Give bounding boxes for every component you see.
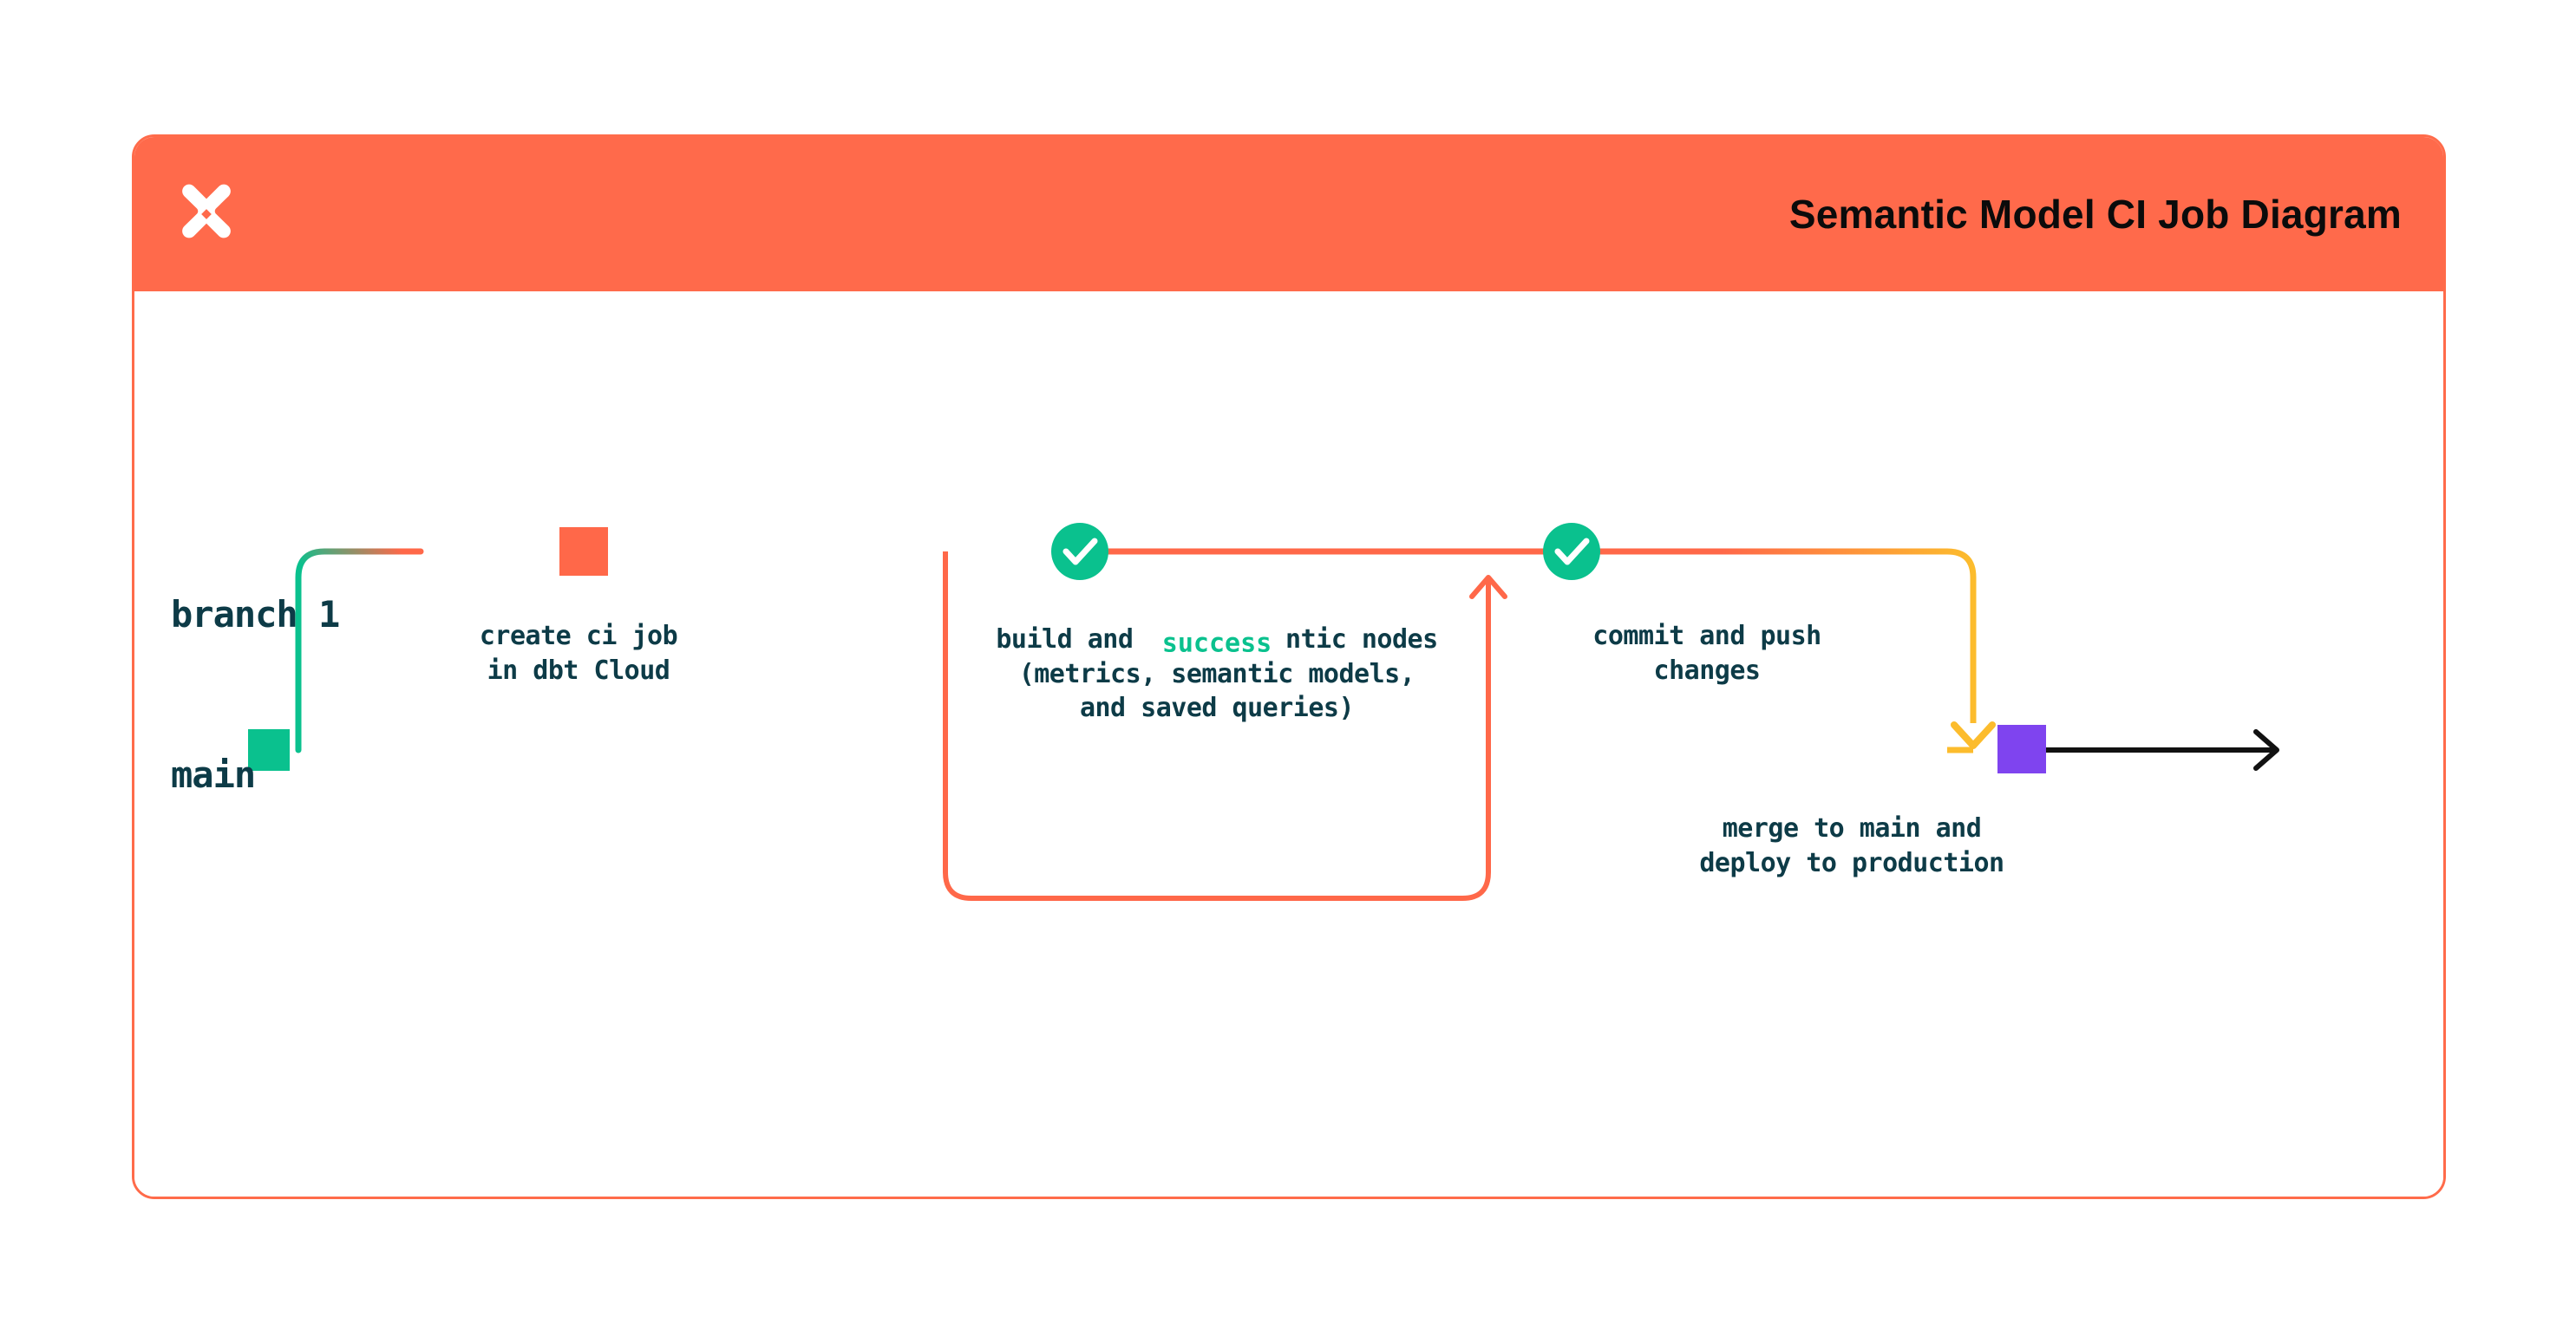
lane-label-main: main [171, 753, 256, 796]
merge-arrowhead-icon [1951, 721, 1996, 749]
dbt-x-logo-icon [182, 184, 231, 238]
merge-down-line [1722, 548, 1977, 723]
diagram-canvas: branch 1 main create ci job in dbt Cloud… [134, 291, 2443, 1197]
card-header: Semantic Model CI Job Diagram [134, 137, 2443, 291]
node-label-commit-and-push: commit and push changes [1592, 621, 1821, 686]
diagram-card: Semantic Model CI Job Diagram [132, 134, 2446, 1199]
main-arrowhead-icon [2253, 729, 2279, 771]
node-marker-create-ci-job [559, 527, 608, 576]
success-loop-arrowhead-icon [1469, 575, 1507, 599]
node-marker-merge-to-main [1997, 725, 2046, 773]
diagram-vector-layer [248, 523, 2279, 901]
card-body: branch 1 main create ci job in dbt Cloud… [134, 291, 2443, 1197]
node-label-merge-to-main: merge to main and deploy to production [1699, 813, 2004, 878]
page-title: Semantic Model CI Job Diagram [1788, 192, 2402, 237]
node-marker-commit-and-push [1543, 523, 1600, 580]
node-label-create-ci-job: create ci job in dbt Cloud [479, 621, 678, 686]
lane-label-branch-1: branch 1 [171, 593, 340, 636]
check-icon [1554, 538, 1590, 565]
edge-label-success: success [1147, 628, 1286, 659]
node-marker-main-start [248, 729, 290, 771]
check-icon [1062, 538, 1098, 565]
success-loop-path [943, 551, 1491, 901]
branch-1-rise-line [295, 548, 424, 753]
node-marker-build-and-test [1051, 523, 1108, 580]
